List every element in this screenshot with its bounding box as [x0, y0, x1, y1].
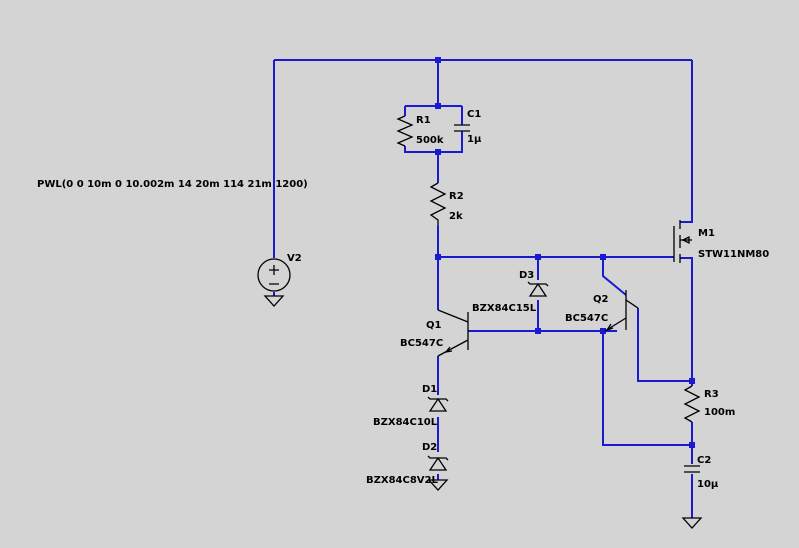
- wires: [273, 59, 693, 518]
- zener-diode-d3[interactable]: D3 BZX84C15L: [472, 270, 549, 314]
- q1-value: BC547C: [400, 338, 443, 349]
- d3-value: BZX84C15L: [472, 303, 537, 314]
- transistor-q1[interactable]: Q1 BC547C: [400, 309, 469, 357]
- d2-name: D2: [422, 442, 437, 453]
- q2-value: BC547C: [565, 313, 608, 324]
- c2-name: C2: [697, 455, 711, 466]
- ground-icon: [681, 517, 703, 529]
- mosfet-m1[interactable]: M1 STW11NM80: [673, 220, 769, 263]
- d1-name: D1: [422, 384, 437, 395]
- resistor-r1[interactable]: R1 500k: [396, 115, 444, 147]
- zener-diode-d2[interactable]: D2 BZX84C8V2L: [366, 442, 449, 486]
- capacitor-c1[interactable]: C1 1µ: [454, 109, 482, 145]
- d3-name: D3: [519, 270, 534, 281]
- junctions: [435, 57, 695, 448]
- d1-value: BZX84C10L: [373, 417, 438, 428]
- v2-name: V2: [287, 253, 302, 264]
- transistor-q2[interactable]: Q2 BC547C: [565, 290, 639, 332]
- c1-name: C1: [467, 109, 481, 120]
- capacitor-c2[interactable]: C2 10µ: [684, 455, 719, 490]
- ground-icon: [427, 479, 449, 491]
- r1-name: R1: [416, 115, 431, 126]
- r3-name: R3: [704, 389, 719, 400]
- resistor-r2[interactable]: R2 2k: [429, 182, 464, 226]
- q1-name: Q1: [426, 320, 442, 331]
- r2-name: R2: [449, 191, 464, 202]
- voltage-source-v2[interactable]: V2 PWL(0 0 10m 0 10.002m 14 20m 114 21m …: [37, 179, 308, 307]
- r3-value: 100m: [704, 407, 735, 418]
- r1-value: 500k: [416, 135, 444, 146]
- v2-value: PWL(0 0 10m 0 10.002m 14 20m 114 21m 120…: [37, 179, 308, 190]
- c1-value: 1µ: [467, 134, 482, 145]
- m1-name: M1: [698, 228, 715, 239]
- m1-value: STW11NM80: [698, 249, 769, 260]
- resistor-r3[interactable]: R3 100m: [683, 385, 735, 423]
- zener-diode-d1[interactable]: D1 BZX84C10L: [373, 384, 449, 428]
- q2-name: Q2: [593, 294, 609, 305]
- c2-value: 10µ: [697, 479, 719, 490]
- r2-value: 2k: [449, 211, 463, 222]
- d2-value: BZX84C8V2L: [366, 475, 438, 486]
